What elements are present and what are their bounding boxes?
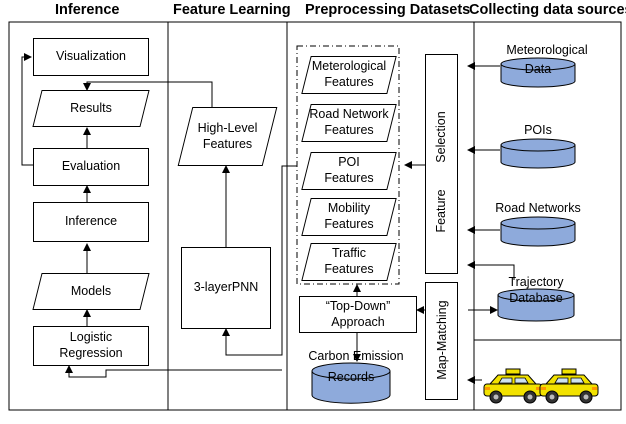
traffic-features-node: Traffic Features <box>301 243 397 281</box>
logistic-label-1: Logistic <box>69 330 113 345</box>
carbon-emission-label: Carbon Emission <box>308 349 404 363</box>
feature-label-1: Traffic <box>331 246 367 261</box>
trajectory-cylinder <box>497 288 575 322</box>
trajectory-label: Trajectory <box>508 275 564 289</box>
carbon-records-cylinder <box>311 362 391 404</box>
meteorological-data-label: Meteorological <box>506 43 588 57</box>
feature-label-2: Features <box>324 75 374 89</box>
top-down-label-1: “Top-Down” <box>325 298 391 313</box>
top-down-approach-box: “Top-Down” Approach <box>299 296 417 333</box>
visualization-label: Visualization <box>56 49 126 64</box>
pois-label: POIs <box>524 123 552 137</box>
pnn-label: 3-layerPNN <box>193 280 259 295</box>
high-level-features-node: High-Level Features <box>177 107 278 166</box>
road-networks-label: Road Networks <box>495 201 581 215</box>
models-label: Models <box>70 283 112 298</box>
feature-label-1: Meterological <box>311 59 387 74</box>
evaluation-box: Evaluation <box>33 148 149 186</box>
top-down-label-2: Approach <box>331 314 385 329</box>
feature-label-2: Features <box>324 171 374 185</box>
feature-label-2: Features <box>324 123 374 137</box>
taxi-icon <box>539 368 599 404</box>
database-label: Database <box>509 291 563 305</box>
pois-cylinder <box>500 138 576 169</box>
header-inference: Inference <box>55 2 120 18</box>
mobility-features-node: Mobility Features <box>301 198 397 236</box>
header-feature-learning: Feature Learning <box>173 2 291 18</box>
feature-label-1: Road Network <box>309 107 389 122</box>
records-label: Records <box>327 370 375 384</box>
taxi-icon <box>483 368 543 404</box>
high-level-label-1: High-Level <box>197 120 258 135</box>
feature-label-2: Features <box>324 217 374 231</box>
visualization-box: Visualization <box>33 38 149 76</box>
map-matching-label: Map-Matching <box>435 300 449 380</box>
pnn-box: 3-layerPNN <box>181 247 271 329</box>
road-network-features-node: Road Network Features <box>301 104 397 142</box>
evaluation-label: Evaluation <box>61 159 121 174</box>
logistic-label-2: Regression <box>59 346 123 360</box>
inference-label: Inference <box>64 214 118 229</box>
feature-label-2: Features <box>324 262 374 276</box>
inference-box: Inference <box>33 202 149 242</box>
logistic-regression-box: Logistic Regression <box>33 326 149 366</box>
meteorological-features-node: Meterological Features <box>301 56 397 94</box>
results-label: Results <box>70 100 112 115</box>
models-node: Models <box>32 273 150 310</box>
results-node: Results <box>32 90 150 127</box>
feature-selection-label-top: Selection <box>434 111 448 163</box>
poi-features-node: POI Features <box>301 152 397 190</box>
map-matching-box <box>425 282 458 400</box>
header-preprocessing: Preprocessing Datasets <box>305 2 471 18</box>
header-collecting: Collecting data sources <box>469 2 626 18</box>
feature-label-1: POI <box>338 155 360 170</box>
road-networks-cylinder <box>500 216 576 247</box>
data-label: Data <box>524 62 552 76</box>
feature-label-1: Mobility <box>327 201 371 216</box>
high-level-label-2: Features <box>202 136 253 151</box>
feature-selection-box <box>425 54 458 274</box>
feature-selection-label-bottom: Feature <box>434 189 448 233</box>
meteorological-cylinder <box>500 57 576 88</box>
